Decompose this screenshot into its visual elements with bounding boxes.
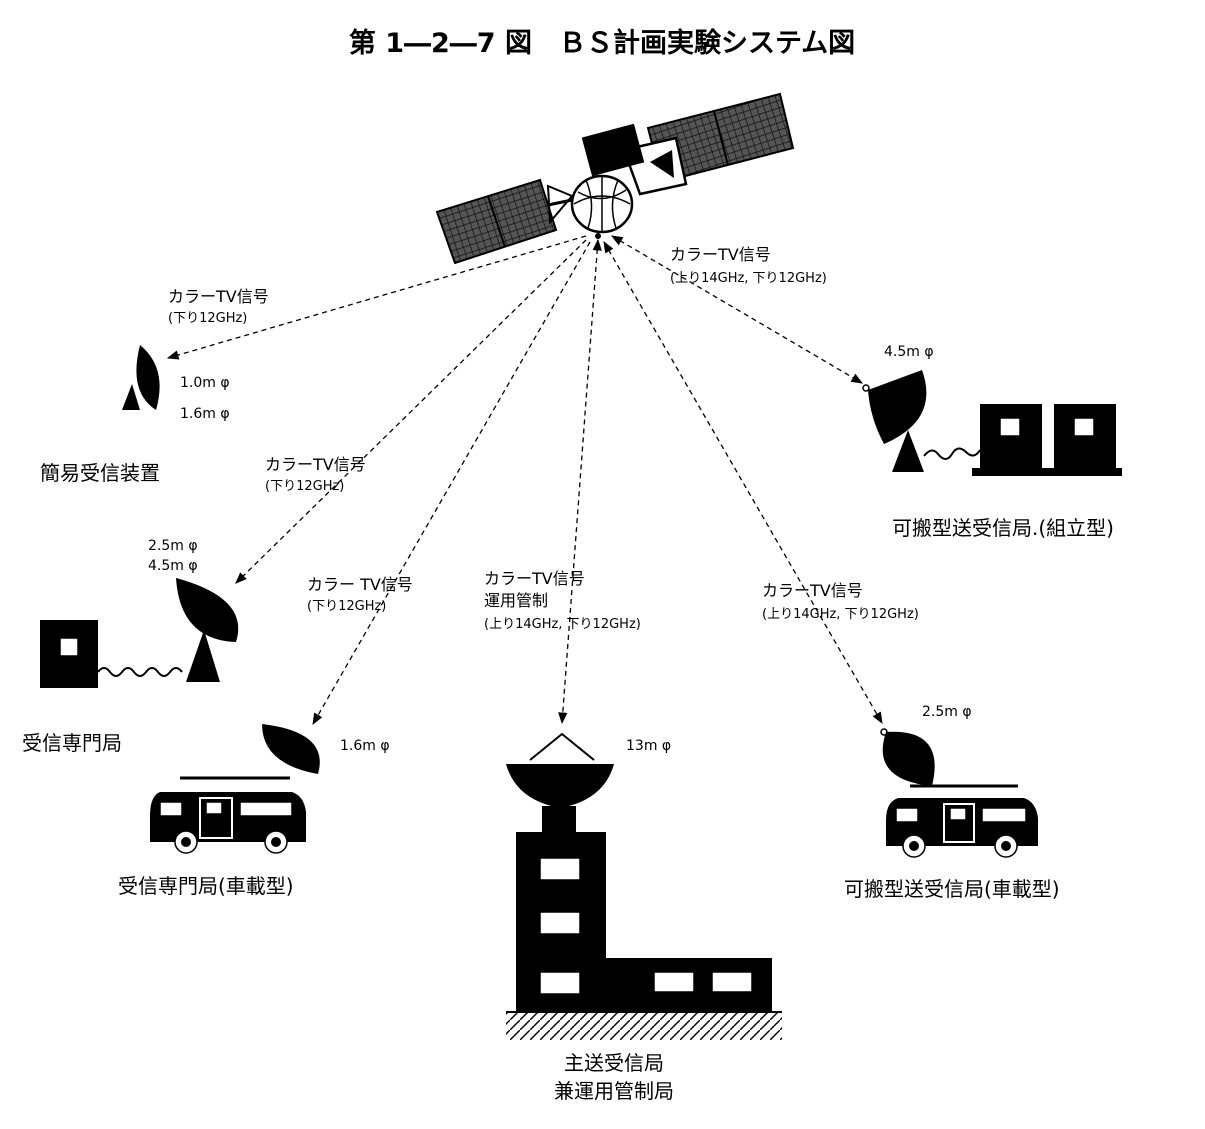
receive-only-vehicle-signal-label: カラー TV信号 — [307, 575, 413, 594]
main-operation-label: 運用管制 — [484, 591, 548, 610]
main-station-label-2: 兼運用管制局 — [554, 1079, 674, 1103]
receive-only-vehicle-size-label: 1.6m φ — [340, 738, 390, 754]
simple-size2-label: 1.6m φ — [180, 406, 230, 422]
receive-only-vehicle-station-label: 受信専門局(車載型) — [118, 874, 294, 898]
portable-assembled-size-label: 4.5m φ — [884, 344, 934, 360]
portable-vehicle-band-label: (上り14GHz, 下り12GHz) — [762, 607, 919, 622]
link-portable-assembled — [610, 235, 864, 384]
simple-station-label: 簡易受信装置 — [40, 461, 160, 485]
main-size-label: 13m φ — [626, 738, 671, 754]
portable-assembled-band-label: (上り14GHz, 下り12GHz) — [670, 271, 827, 286]
link-portable-vehicle — [603, 240, 883, 725]
simple-size1-label: 1.0m φ — [180, 375, 230, 391]
main-control-building-icon — [506, 732, 782, 1040]
portable-assembled-station-label: 可搬型送受信局.(組立型) — [892, 516, 1114, 540]
portable-van-icon — [880, 728, 1038, 858]
link-simple-receiver — [166, 235, 587, 360]
simple-receiver-dish-icon — [122, 345, 160, 410]
receive-only-station-icon — [40, 578, 239, 688]
receive-only-van-icon — [150, 724, 320, 854]
simple-signal-label: カラーTV信号 — [168, 287, 269, 306]
receive-only-size2-label: 4.5m φ — [148, 558, 198, 574]
link-receive-only-vehicle — [312, 241, 591, 726]
receive-only-size1-label: 2.5m φ — [148, 538, 198, 554]
receive-only-vehicle-band-label: (下り12GHz) — [307, 599, 386, 614]
main-station-label-1: 主送受信局 — [564, 1051, 664, 1075]
link-receive-only-station — [235, 239, 587, 584]
receive-only-band-label: (下り12GHz) — [265, 479, 344, 494]
portable-assembled-station-icon — [862, 370, 1122, 476]
portable-vehicle-signal-label: カラーTV信号 — [762, 581, 863, 600]
main-signal-label: カラーTV信号 — [484, 569, 585, 588]
portable-assembled-signal-label: カラーTV信号 — [670, 245, 771, 264]
satellite-icon — [435, 92, 795, 265]
receive-only-signal-label: カラーTV信号 — [265, 455, 366, 474]
simple-band-label: (下り12GHz) — [168, 311, 247, 326]
portable-vehicle-size-label: 2.5m φ — [922, 704, 972, 720]
diagram-title: 第 1―2―7 図 ＢＳ計画実験システム図 — [349, 27, 855, 59]
main-band-label: (上り14GHz, 下り12GHz) — [484, 617, 641, 632]
portable-vehicle-station-label: 可搬型送受信局(車載型) — [844, 877, 1060, 901]
link-main-station — [558, 238, 602, 725]
receive-only-station-label: 受信専門局 — [22, 731, 122, 755]
